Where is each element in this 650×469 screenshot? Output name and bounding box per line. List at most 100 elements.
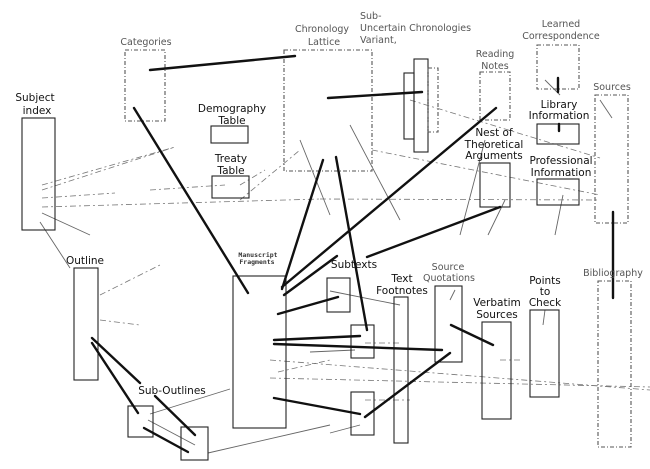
connector — [147, 419, 196, 446]
categories-label: Categories — [120, 37, 171, 48]
outline-to-sub-outlines-1 — [90, 336, 142, 385]
source-quotations-box[interactable] — [434, 285, 463, 363]
connector — [449, 289, 456, 301]
subject-index-box[interactable] — [21, 117, 56, 231]
categories-to-chronology-lattice — [148, 54, 297, 72]
connector — [269, 359, 650, 391]
demography-table-box[interactable] — [210, 125, 249, 144]
verbatim-sources-label-2: Sources — [476, 309, 518, 321]
manuscript-to-subtext-2 — [272, 334, 362, 342]
sub-outline-box-2[interactable] — [180, 426, 209, 461]
connector — [319, 198, 601, 201]
source-quotations-to-verbatim-sources — [449, 323, 495, 347]
categories-box[interactable] — [124, 49, 166, 122]
connector — [207, 424, 331, 454]
connector — [371, 149, 601, 196]
sources-label: Sources — [593, 82, 631, 93]
text-footnotes-box[interactable] — [393, 296, 409, 444]
nest-of-theoretical-arguments-box[interactable] — [479, 162, 511, 208]
manuscript-fragments-label-2: Fragments — [239, 258, 274, 266]
connector — [309, 349, 356, 353]
connector — [239, 149, 301, 201]
sources-box[interactable] — [594, 94, 629, 224]
professional-information-box[interactable] — [536, 178, 580, 206]
lattice-to-sub-chronologies — [326, 90, 424, 100]
connector — [269, 377, 650, 388]
manuscript-to-source-quotations — [272, 342, 444, 352]
connector — [487, 199, 506, 236]
connector — [149, 388, 231, 415]
reading-notes-label: Reading — [476, 49, 515, 60]
connector — [149, 184, 226, 191]
library-information-label-2: Information — [529, 110, 590, 122]
subtext-3-to-source-quotations — [363, 351, 452, 419]
bibliography-box[interactable] — [597, 280, 632, 448]
points-to-check-box[interactable] — [529, 309, 560, 398]
verbatim-sources-label: Verbatim — [473, 297, 521, 309]
text-footnotes-label-2: Footnotes — [376, 285, 428, 297]
manuscript-to-subtext-1 — [276, 295, 340, 316]
subject-index-label: Subject — [15, 92, 54, 104]
treaty-table-label-2: Table — [216, 165, 244, 177]
sub-chronologies-label-3: Variant, — [360, 35, 397, 46]
lattice-to-manuscript-fragments-1 — [280, 158, 325, 291]
reading-notes-box[interactable] — [479, 71, 511, 121]
points-to-check-label-3: Check — [529, 297, 562, 309]
connector — [41, 198, 321, 208]
connector — [329, 424, 361, 434]
chronology-lattice-box[interactable] — [283, 49, 373, 172]
sub-chronology-box-2[interactable] — [413, 58, 429, 153]
outline-label: Outline — [66, 255, 104, 267]
connector — [41, 192, 116, 199]
sub-chronology-box-3[interactable] — [427, 67, 439, 133]
connector — [99, 319, 141, 326]
source-quotations-label-2: Quotations — [423, 273, 475, 284]
connector — [409, 99, 601, 159]
verbatim-sources-box[interactable] — [481, 321, 512, 420]
connector — [41, 146, 176, 186]
categories-to-manuscript-fragments — [132, 106, 250, 295]
connector — [349, 124, 401, 221]
lattice-to-subtexts — [334, 155, 369, 332]
manuscript-fragments-label: Manuscript — [238, 251, 277, 259]
demography-table-label: Demography — [198, 103, 266, 115]
weak-connections — [39, 79, 650, 454]
connector — [329, 290, 401, 306]
subject-index-label-2: index — [23, 105, 52, 117]
chronology-lattice-label: Chronology — [295, 24, 349, 35]
demography-table-label-2: Table — [217, 115, 245, 127]
connector — [542, 309, 546, 326]
subtexts-label: Subtexts — [331, 259, 377, 271]
manuscript-to-subtext-3 — [272, 396, 362, 416]
learned-correspondence-label-2: Correspondence — [522, 31, 600, 42]
nodes — [21, 44, 632, 461]
sub-outlines-label: Sub-Outlines — [138, 385, 206, 397]
subtexts-to-manuscript-fragments — [282, 254, 339, 297]
points-to-check-label: Points — [529, 275, 561, 287]
sub-outlines-to-box-2 — [153, 394, 197, 437]
outline-box[interactable] — [73, 267, 99, 381]
treaty-table-box[interactable] — [211, 175, 250, 199]
nest-of-theoretical-arguments-label-3: Arguments — [465, 150, 523, 162]
connector — [41, 212, 91, 236]
chronology-lattice-label-2: Lattice — [308, 37, 340, 48]
subtext-box-2[interactable] — [350, 324, 375, 359]
text-footnotes-label: Text — [390, 273, 412, 285]
nest-of-theoretical-arguments-label: Nest of — [475, 127, 513, 139]
manuscript-fragments-box[interactable] — [232, 275, 287, 429]
sub-chronology-box-1[interactable] — [403, 72, 415, 140]
learned-correspondence-box[interactable] — [536, 44, 580, 90]
reading-notes-to-manuscript-fragments — [280, 106, 498, 289]
source-quotations-label: Source — [432, 262, 465, 273]
sub-outline-1-to-2 — [142, 426, 190, 454]
professional-information-label: Professional — [529, 155, 592, 167]
connector — [99, 264, 161, 296]
connector — [239, 169, 266, 186]
treaty-table-label: Treaty — [214, 153, 247, 165]
nest-of-theoretical-arguments-label-2: Theoretical — [464, 139, 524, 151]
sub-chronologies-label: Sub- — [360, 11, 382, 22]
subtext-box-1[interactable] — [326, 277, 351, 313]
strong-connections — [90, 54, 615, 454]
connector — [277, 359, 331, 373]
sub-outline-box-1[interactable] — [127, 405, 154, 438]
